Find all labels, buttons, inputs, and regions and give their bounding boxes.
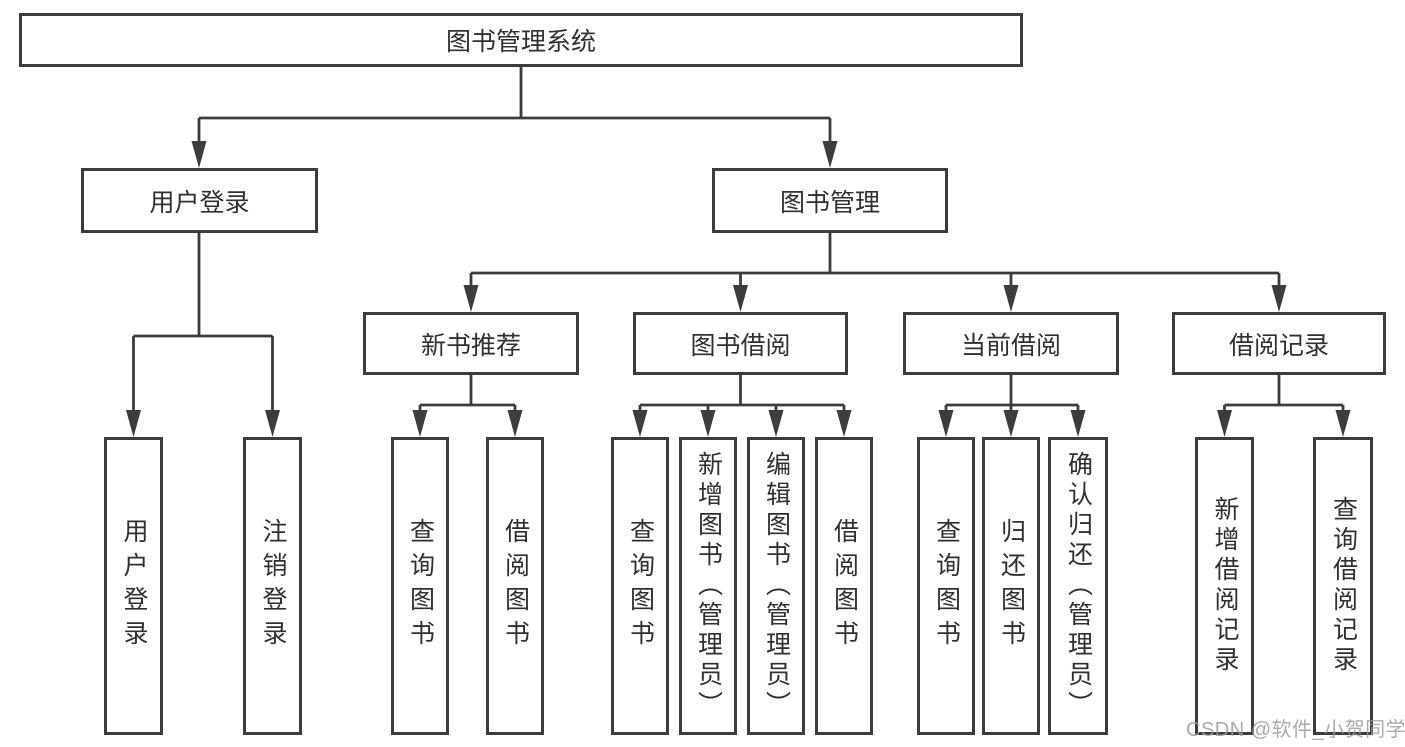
node-label: 新增借阅记录 [1211,496,1239,676]
connector-path [469,233,1281,296]
node-label: 编辑图书（管理员） [762,451,791,721]
node-leaf-logout: 注销登录 [243,437,302,735]
node-label: 查询借阅记录 [1329,496,1358,676]
connector-path [638,375,846,421]
arrowhead-icon [1217,410,1232,437]
arrowhead-icon [836,410,852,437]
node-leaf-confirm-return: 确认归还（管理员） [1048,437,1108,735]
arrowhead-icon [191,141,207,168]
arrowhead-icon [733,285,748,312]
node-label: 借阅图书 [830,518,859,654]
node-label: 查询图书 [626,518,655,654]
node-label: 图书管理 [779,188,880,217]
node-label: 注销登录 [259,518,287,654]
arrowhead-icon [822,141,838,168]
node-leaf-borrow-book-2: 借阅图书 [815,437,873,735]
node-leaf-return-book: 归还图书 [982,437,1040,735]
connector-path [197,67,832,152]
node-label: 归还图书 [997,518,1026,654]
node-label: 图书借阅 [690,331,791,360]
node-book-borrowing: 图书借阅 [633,312,848,375]
node-new-book-recommend: 新书推荐 [363,312,579,375]
node-label: 确认归还（管理员） [1064,451,1093,721]
connector-path [418,375,517,421]
node-user-login: 用户登录 [81,168,318,233]
arrowhead-icon [265,410,280,437]
arrowhead-icon [938,410,954,437]
node-label: 当前借阅 [960,331,1061,360]
node-leaf-query-book-2: 查询图书 [611,437,669,735]
node-borrow-records: 借阅记录 [1172,312,1386,375]
node-label: 新增图书（管理员） [694,451,723,721]
arrowhead-icon [126,410,141,437]
node-label: 图书管理系统 [445,28,596,56]
arrowhead-icon [632,410,648,437]
node-leaf-add-book: 新增图书（管理员） [679,437,737,735]
arrowhead-icon [1335,410,1351,437]
node-label: 查询图书 [932,518,961,654]
node-leaf-edit-book: 编辑图书（管理员） [747,437,805,735]
node-label: 借阅记录 [1228,331,1329,360]
node-label: 新书推荐 [420,331,521,360]
connector-path [1223,375,1345,421]
node-leaf-add-record: 新增借阅记录 [1195,437,1254,735]
node-leaf-query-record: 查询借阅记录 [1313,437,1373,735]
node-label: 用户登录 [120,518,148,654]
connector-path [132,233,274,421]
arrowhead-icon [463,285,479,312]
node-label: 查询图书 [406,518,435,654]
arrowhead-icon [1003,285,1019,312]
node-current-borrowing: 当前借阅 [903,312,1119,375]
arrowhead-icon [412,410,428,437]
node-leaf-borrow-book-1: 借阅图书 [486,437,544,735]
arrowhead-icon [1271,285,1287,312]
node-root: 图书管理系统 [19,13,1023,67]
arrowhead-icon [507,410,523,437]
node-leaf-query-book-3: 查询图书 [917,437,975,735]
node-leaf-query-book-1: 查询图书 [391,437,449,735]
arrowhead-icon [1003,410,1019,437]
node-book-management: 图书管理 [712,168,948,233]
arrowhead-icon [1070,410,1086,437]
node-label: 借阅图书 [501,518,530,654]
node-leaf-user-login: 用户登录 [104,437,163,735]
watermark: CSDN @软件_小贺同学 [1186,719,1405,741]
arrowhead-icon [768,410,784,437]
arrowhead-icon [700,410,716,437]
node-label: 用户登录 [149,188,250,217]
